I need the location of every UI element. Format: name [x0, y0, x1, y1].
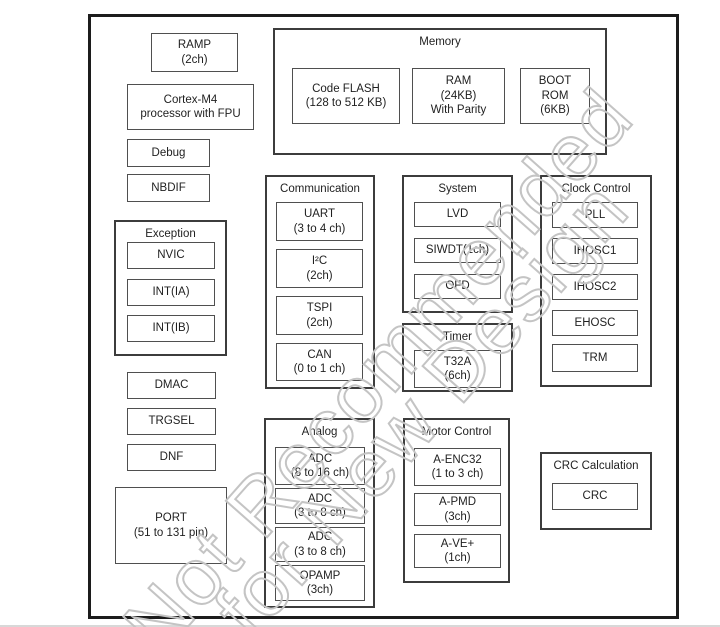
group-clock-control-label: Clock Control — [561, 183, 631, 195]
block-lvd: LVD — [414, 202, 501, 227]
group-communication-label: Communication — [280, 183, 360, 195]
block-port: PORT (51 to 131 pin) — [115, 487, 227, 564]
block-nvic: NVIC — [127, 242, 215, 269]
block-trgsel: TRGSEL — [127, 408, 216, 435]
block-siwdt: SIWDT(1ch) — [414, 238, 501, 263]
block-trm: TRM — [552, 344, 638, 372]
block-ofd: OFD — [414, 274, 501, 299]
block-dmac: DMAC — [127, 372, 216, 399]
block-adc-3: ADC (3 to 8 ch) — [275, 527, 365, 562]
block-opamp: OPAMP (3ch) — [275, 565, 365, 601]
block-dnf: DNF — [127, 444, 216, 471]
block-code-flash: Code FLASH (128 to 512 KB) — [292, 68, 400, 124]
group-system-label: System — [438, 183, 477, 195]
block-nbdif: NBDIF — [127, 174, 210, 202]
group-timer-label: Timer — [443, 331, 472, 343]
group-crc-calculation-label: CRC Calculation — [553, 460, 639, 472]
page-bottom-edge — [0, 625, 720, 627]
block-int-ib: INT(IB) — [127, 315, 215, 342]
block-adc-2: ADC (3 to 8 ch) — [275, 488, 365, 524]
block-ihosc2: IHOSC2 — [552, 274, 638, 300]
block-pll: PLL — [552, 202, 638, 228]
group-motor-control-label: Motor Control — [421, 426, 492, 438]
block-a-ve: A-VE+ (1ch) — [414, 534, 501, 568]
block-uart: UART (3 to 4 ch) — [276, 202, 363, 241]
block-tspi: TSPI (2ch) — [276, 296, 363, 335]
block-ram: RAM (24KB) With Parity — [412, 68, 505, 124]
block-a-enc32: A-ENC32 (1 to 3 ch) — [414, 448, 501, 486]
block-debug: Debug — [127, 139, 210, 167]
block-adc-1: ADC (8 to 16 ch) — [275, 447, 365, 485]
block-ramp: RAMP (2ch) — [151, 33, 238, 72]
block-i2c: I²C (2ch) — [276, 249, 363, 288]
block-crc: CRC — [552, 483, 638, 510]
block-boot-rom: BOOT ROM (6KB) — [520, 68, 590, 124]
block-t32a: T32A (6ch) — [414, 350, 501, 388]
group-analog-label: Analog — [301, 426, 338, 438]
block-ihosc1: IHOSC1 — [552, 238, 638, 264]
block-can: CAN (0 to 1 ch) — [276, 343, 363, 381]
block-ehosc: EHOSC — [552, 310, 638, 336]
group-memory-label: Memory — [419, 36, 461, 48]
block-a-pmd: A-PMD (3ch) — [414, 493, 501, 526]
block-int-ia: INT(IA) — [127, 279, 215, 306]
block-cortex-m4: Cortex-M4 processor with FPU — [127, 84, 254, 130]
group-exception-label: Exception — [145, 228, 196, 240]
